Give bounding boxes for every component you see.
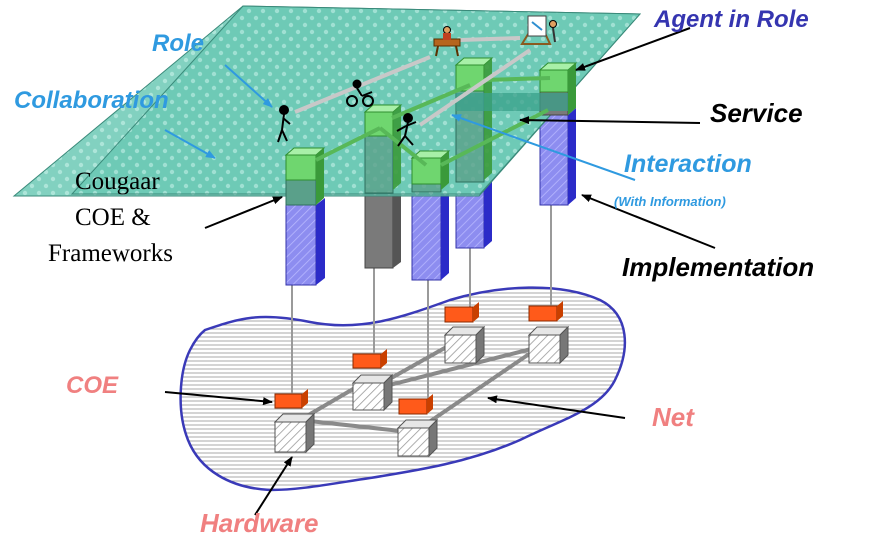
- desk-worker-icon: [433, 26, 461, 57]
- net-label: Net: [652, 402, 694, 432]
- agent-in-role-label: Agent in Role: [654, 6, 809, 33]
- hardware-node-4: [443, 302, 486, 365]
- implementation-label: Implementation: [622, 252, 815, 282]
- service-label: Service: [710, 98, 803, 128]
- hardware-node-2: [351, 349, 394, 412]
- column-connectors: [291, 205, 552, 400]
- cyclist-figure-icon: [346, 79, 374, 107]
- hardware-node-3: [396, 394, 439, 458]
- role-label: Role: [152, 30, 205, 57]
- collaboration-label: Collaboration: [14, 87, 169, 114]
- with-information-label: (With Information): [614, 194, 726, 209]
- cougaar-label-line3: Frameworks: [48, 240, 173, 267]
- cougaar-label-line2: COE &: [75, 204, 151, 231]
- interaction-links: [294, 36, 568, 167]
- hardware-node-1: [273, 389, 316, 454]
- cougaar-label-line1: Cougaar: [75, 168, 160, 195]
- interaction-label: Interaction: [624, 150, 752, 178]
- coe-label: COE: [66, 372, 119, 399]
- hardware-node-5: [527, 301, 570, 365]
- walker-figure-icon: [396, 113, 417, 147]
- service-columns-upper: [284, 57, 578, 206]
- hardware-label: Hardware: [200, 508, 319, 538]
- annotation-arrows: [164, 27, 716, 516]
- painter-icon: [520, 15, 557, 45]
- agent-figure-icon: [277, 105, 291, 143]
